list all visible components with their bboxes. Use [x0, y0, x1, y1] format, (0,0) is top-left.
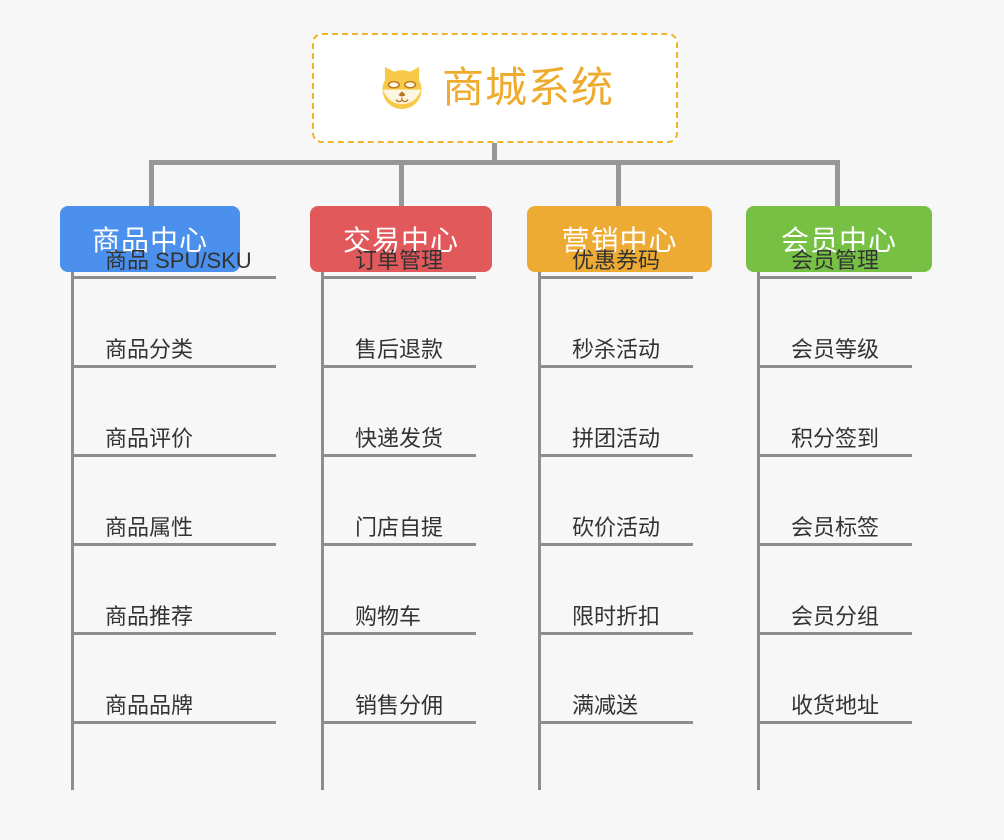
root-node[interactable]: 商城系统 — [312, 33, 678, 143]
leaf-item-label: 优惠券码 — [572, 248, 661, 273]
leaf-item-label: 购物车 — [355, 604, 422, 629]
leaf-item[interactable]: 订单管理 — [321, 222, 476, 279]
leaf-item-label: 限时折扣 — [572, 604, 661, 629]
leaf-item-label: 商品 SPU/SKU — [105, 248, 252, 273]
leaf-item[interactable]: 会员等级 — [757, 311, 912, 368]
leaf-item-label: 销售分佣 — [355, 693, 444, 718]
leaf-item-label: 商品分类 — [105, 337, 194, 362]
leaf-item-label: 快递发货 — [355, 426, 444, 451]
leaf-item[interactable]: 商品 SPU/SKU — [71, 222, 276, 279]
leaf-item[interactable]: 商品分类 — [71, 311, 276, 368]
leaf-item[interactable]: 积分签到 — [757, 400, 912, 457]
shiba-dog-face-icon — [382, 66, 422, 110]
trunk-drop-product-center — [149, 160, 154, 206]
trunk-horizontal-bar — [149, 160, 839, 165]
leaf-item[interactable]: 拼团活动 — [538, 400, 693, 457]
trunk-drop-member-center — [835, 160, 840, 206]
branch-header-marketing-center[interactable]: 营销中心 — [527, 206, 712, 272]
leaf-item[interactable]: 门店自提 — [321, 489, 476, 546]
leaf-item-label: 砍价活动 — [572, 515, 661, 540]
leaf-item[interactable]: 商品属性 — [71, 489, 276, 546]
leaf-item-label: 门店自提 — [355, 515, 444, 540]
root-title: 商城系统 — [441, 64, 614, 111]
leaf-item[interactable]: 售后退款 — [321, 311, 476, 368]
leaf-item[interactable]: 会员标签 — [757, 489, 912, 546]
branch-spine-product-center — [71, 272, 74, 790]
leaf-item[interactable]: 优惠券码 — [538, 222, 693, 279]
leaf-item-label: 会员管理 — [791, 248, 880, 273]
branch-spine-marketing-center — [538, 272, 541, 790]
branch-spine-trade-center — [321, 272, 324, 790]
leaf-item-label: 积分签到 — [791, 426, 880, 451]
branch-spine-member-center — [757, 272, 760, 790]
leaf-item-label: 商品品牌 — [105, 693, 194, 718]
leaf-item-label: 会员标签 — [791, 515, 880, 540]
leaf-item-label: 会员分组 — [791, 604, 880, 629]
trunk-stem — [492, 143, 497, 165]
leaf-item-label: 会员等级 — [791, 337, 880, 362]
leaf-item[interactable]: 商品推荐 — [71, 578, 276, 635]
leaf-item[interactable]: 会员分组 — [757, 578, 912, 635]
branch-header-member-center[interactable]: 会员中心 — [746, 206, 932, 272]
trunk-drop-marketing-center — [616, 160, 621, 206]
trunk-drop-trade-center — [399, 160, 404, 206]
leaf-item[interactable]: 销售分佣 — [321, 667, 476, 724]
leaf-item[interactable]: 商品评价 — [71, 400, 276, 457]
branch-header-product-center[interactable]: 商品中心 — [60, 206, 240, 272]
leaf-item-label: 售后退款 — [355, 337, 444, 362]
leaf-item-label: 商品属性 — [105, 515, 194, 540]
leaf-item[interactable]: 限时折扣 — [538, 578, 693, 635]
leaf-item-label: 满减送 — [572, 693, 639, 718]
leaf-item[interactable]: 秒杀活动 — [538, 311, 693, 368]
leaf-item[interactable]: 购物车 — [321, 578, 476, 635]
leaf-item-label: 拼团活动 — [572, 426, 661, 451]
leaf-item[interactable]: 收货地址 — [757, 667, 912, 724]
leaf-item[interactable]: 快递发货 — [321, 400, 476, 457]
leaf-item-label: 商品推荐 — [105, 604, 194, 629]
leaf-item[interactable]: 会员管理 — [757, 222, 912, 279]
leaf-item-label: 秒杀活动 — [572, 337, 661, 362]
leaf-item[interactable]: 砍价活动 — [538, 489, 693, 546]
leaf-item-label: 收货地址 — [791, 693, 880, 718]
leaf-item[interactable]: 商品品牌 — [71, 667, 276, 724]
leaf-item-label: 商品评价 — [105, 426, 194, 451]
leaf-item[interactable]: 满减送 — [538, 667, 693, 724]
branch-header-trade-center[interactable]: 交易中心 — [310, 206, 492, 272]
leaf-item-label: 订单管理 — [355, 248, 444, 273]
